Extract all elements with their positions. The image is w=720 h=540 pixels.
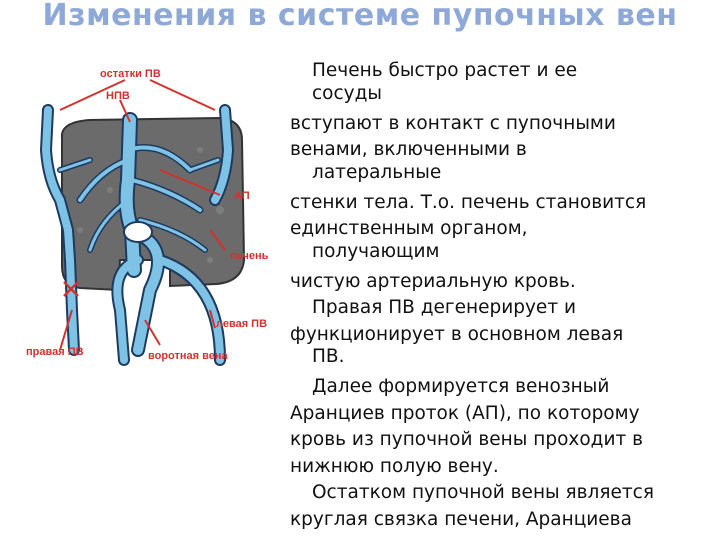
text-line: Далее формируется венозный — [312, 376, 610, 397]
text-line: круглая связка печени, Аранциева — [290, 508, 632, 530]
label-levaya-pv: левая ПВ — [216, 318, 268, 330]
label-pravaya-pv: правая ПВ — [26, 346, 84, 358]
diagram-illustration — [40, 79, 246, 366]
text-line: чистую артериальную кровь. — [290, 270, 576, 292]
text-line: ПВ. — [312, 346, 345, 367]
text-line: Аранциев проток (АП), по которому — [290, 402, 640, 424]
umbilical-vein-diagram: остатки ПВ НПВ АП печень левая ПВ правая… — [20, 60, 285, 380]
text-line: нижнюю полую вену. — [290, 455, 499, 477]
label-npv: НПВ — [106, 90, 130, 102]
text-line: получающим — [312, 240, 440, 262]
text-line: сосуды — [312, 82, 383, 104]
text-line: функционирует в основном левая — [290, 323, 624, 345]
text-line: Печень быстро растет и ее — [312, 60, 578, 81]
text-line: Правая ПВ дегенерирует и — [312, 297, 576, 318]
text-line: венами, включенными в — [290, 139, 527, 160]
text-line: вступают в контакт с пупочными — [290, 112, 616, 134]
label-vorotnaya-vena: воротная вена — [148, 350, 228, 362]
text-line: стенки тела. Т.о. печень становится — [290, 191, 647, 213]
text-line: единственным органом, — [290, 218, 528, 239]
text-line: латеральные — [312, 161, 442, 183]
label-ostatki-pv: остатки ПВ — [100, 68, 161, 80]
label-pechen: печень — [230, 250, 269, 262]
label-ap: АП — [234, 190, 250, 202]
slide-title: Изменения в системе пупочных вен — [42, 0, 678, 33]
text-line: кровь из пупочной вены проходит в — [290, 429, 644, 450]
body-text: Печень быстро растет и ее сосуды вступаю… — [290, 58, 710, 533]
text-line: Остатком пупочной вены является — [312, 482, 654, 503]
